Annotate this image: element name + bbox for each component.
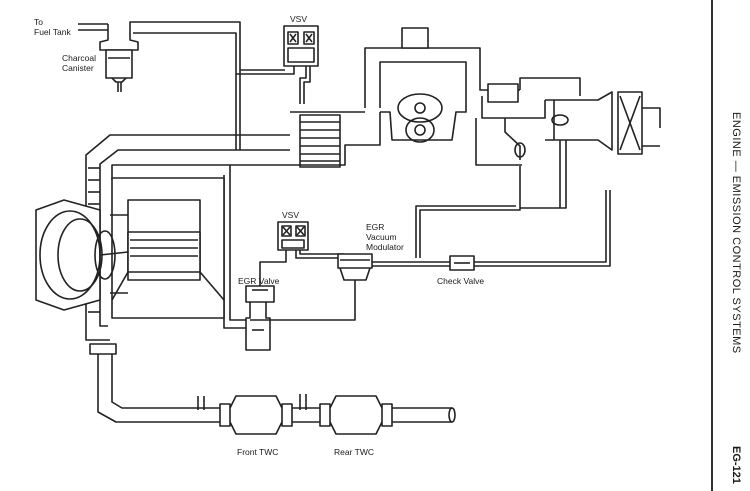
section-title: ENGINE — EMISSION CONTROL SYSTEMS: [730, 112, 742, 354]
vsv-upper: [283, 25, 319, 104]
charcoal-canister-label: Charcoal Canister: [62, 53, 97, 73]
egr-vacuum-modulator-label: EGR Vacuum Modulator: [366, 222, 404, 252]
to-fuel-tank-label: To Fuel Tank: [34, 17, 71, 37]
vsv-middle-label: VSV: [282, 210, 300, 220]
page-code: EG-121: [730, 446, 742, 484]
check-valve-lines: [372, 140, 611, 271]
vsv-middle: [277, 221, 344, 263]
rear-twc-label: Rear TWC: [334, 447, 374, 457]
check-valve-label: Check Valve: [437, 276, 485, 286]
front-twc-label: Front TWC: [237, 447, 279, 457]
air-intake: [475, 77, 661, 166]
exhaust-pipe: [89, 343, 456, 435]
exhaust-manifold: [85, 134, 290, 341]
purge-line: [129, 21, 285, 150]
egr-valve-label: EGR Valve: [238, 276, 280, 286]
egr-valve-body: [245, 261, 280, 351]
intake-manifold: [290, 27, 520, 168]
egr-vacuum-modulator: [250, 253, 373, 321]
engine-cylinder: [35, 177, 225, 319]
vsv-upper-label: VSV: [290, 14, 308, 24]
charcoal-canister: [78, 23, 139, 92]
page-divider: [711, 0, 713, 491]
